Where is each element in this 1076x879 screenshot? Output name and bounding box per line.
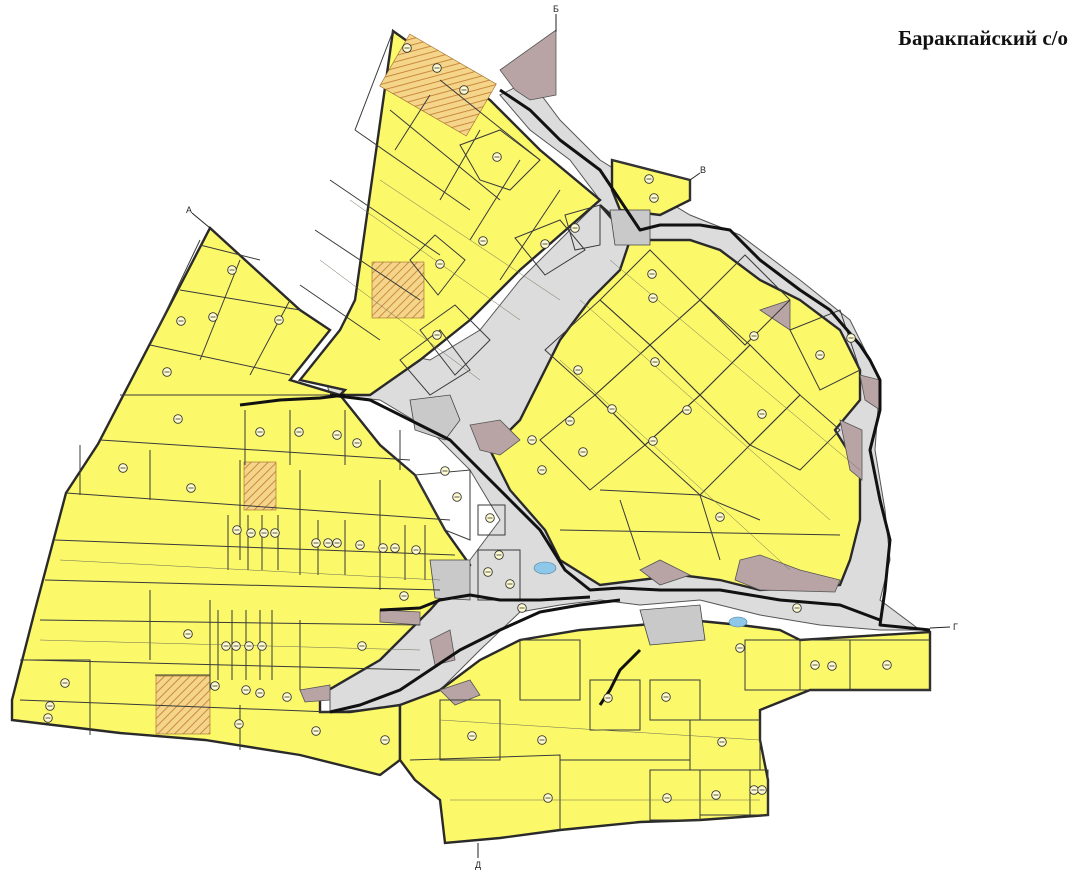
map-title: Баракпайский с/о <box>898 26 1068 50</box>
other-land-1 <box>734 554 841 593</box>
corner-label-v: В <box>700 165 706 175</box>
corner-labels: А Б В Г Д <box>186 4 958 870</box>
lake-2 <box>728 616 748 628</box>
field-boundaries <box>19 30 931 830</box>
other-land-2 <box>839 419 863 481</box>
agricultural-land-east <box>488 204 862 592</box>
corner-label-d: Д <box>475 860 481 870</box>
corner-label-g: Г <box>953 622 958 632</box>
rivers <box>239 88 931 714</box>
hatched-parcel-4 <box>155 675 211 735</box>
lake-1 <box>533 561 557 575</box>
settlement-3 <box>609 209 651 246</box>
agricultural-land-west <box>10 28 602 777</box>
hatched-parcel-1 <box>379 33 497 137</box>
settlement-2 <box>639 604 706 646</box>
settlement-1 <box>409 394 461 441</box>
corner-label-a: А <box>186 205 192 215</box>
hatched-parcel-3 <box>243 461 277 511</box>
hatched-parcel-2 <box>371 261 425 319</box>
other-land-6 <box>639 559 692 586</box>
north-wedge <box>499 29 557 101</box>
other-land-9 <box>299 684 331 703</box>
other-land-5 <box>469 419 521 456</box>
corner-label-b: Б <box>553 4 559 14</box>
other-land-8 <box>379 609 421 626</box>
